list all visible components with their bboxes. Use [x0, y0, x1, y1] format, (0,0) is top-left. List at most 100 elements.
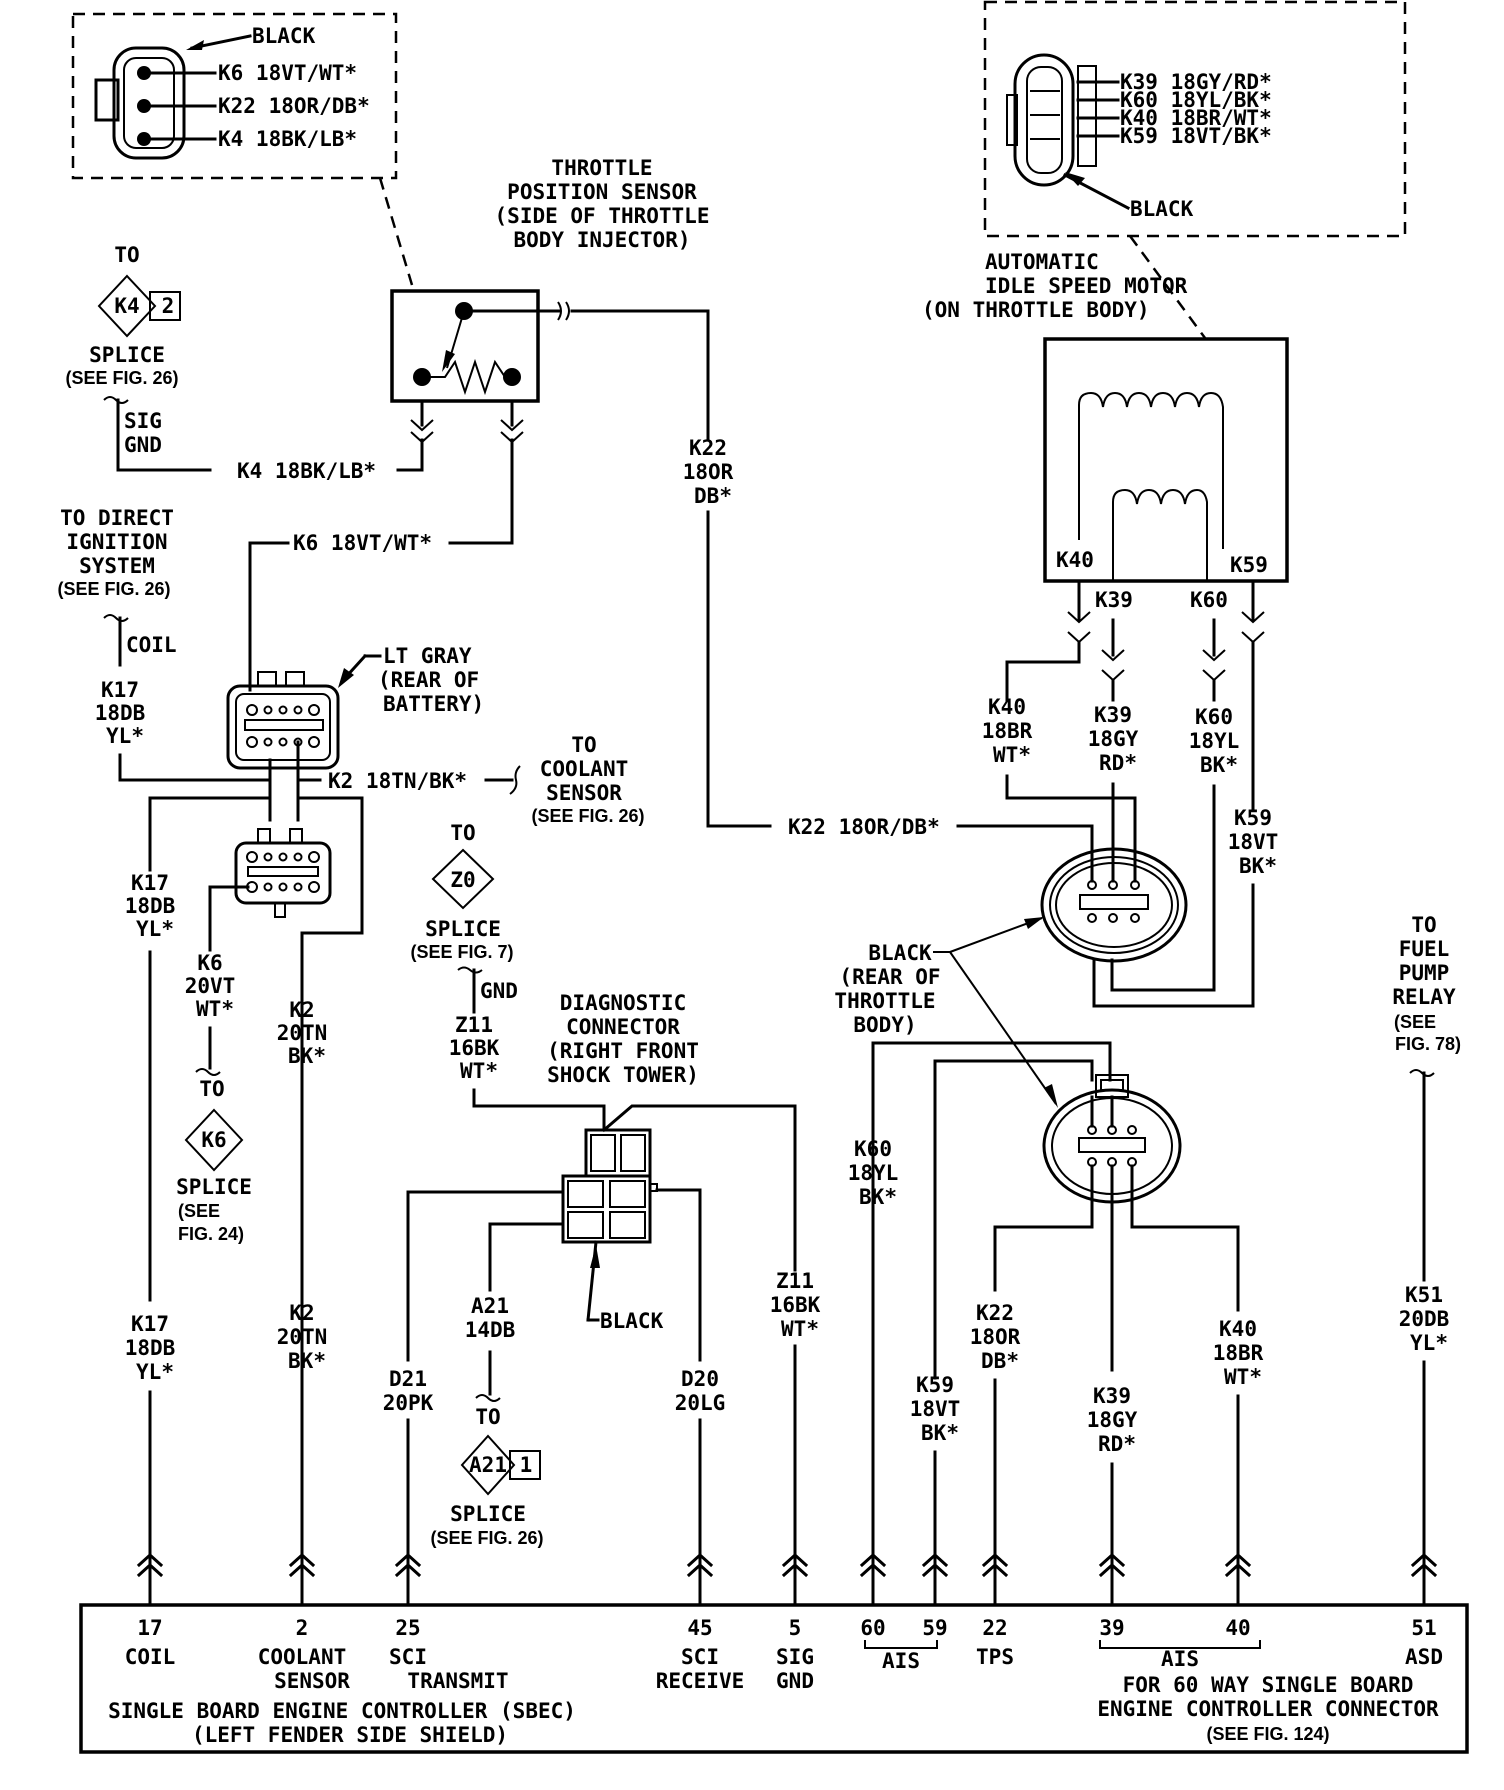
svg-text:18OR: 18OR: [970, 1325, 1021, 1349]
pcm-side-ais-connector: [1042, 1074, 1182, 1204]
sbec-pin-number: 51: [1411, 1616, 1436, 1640]
svg-text:YL*: YL*: [106, 724, 144, 748]
sbec-pin-number: 40: [1225, 1616, 1250, 1640]
sbec-pin-name: SCI: [681, 1645, 719, 1669]
svg-text:PUMP: PUMP: [1399, 961, 1450, 985]
ais-inset-color: BLACK: [1130, 197, 1194, 221]
svg-text:IDLE SPEED MOTOR: IDLE SPEED MOTOR: [985, 274, 1188, 298]
svg-text:(ON THROTTLE BODY): (ON THROTTLE BODY): [922, 298, 1150, 322]
svg-text:K60: K60: [1195, 705, 1233, 729]
fuel-pump-relay-ref: TO FUEL PUMP RELAY (SEE FIG. 78): [1392, 913, 1461, 1077]
svg-text:20DB: 20DB: [1399, 1307, 1450, 1331]
svg-text:K40: K40: [988, 695, 1026, 719]
svg-text:TO: TO: [1411, 913, 1436, 937]
wire-label-k6: K6 18VT/WT*: [293, 531, 432, 555]
svg-text:(SEE: (SEE: [1394, 1012, 1436, 1032]
svg-text:(SEE FIG. 26): (SEE FIG. 26): [531, 806, 644, 826]
svg-text:WT*: WT*: [460, 1059, 498, 1083]
svg-text:20TN: 20TN: [277, 1325, 328, 1349]
svg-text:K6: K6: [197, 951, 222, 975]
sbec-pin-name: SCI: [389, 1645, 427, 1669]
svg-text:K6: K6: [201, 1128, 226, 1152]
sbec-pin-number: 59: [922, 1616, 947, 1640]
coolant-sensor-ref: TO COOLANT SENSOR (SEE FIG. 26): [531, 733, 644, 826]
svg-text:18VT: 18VT: [1228, 830, 1279, 854]
svg-text:POSITION SENSOR: POSITION SENSOR: [507, 180, 697, 204]
svg-text:K60: K60: [854, 1137, 892, 1161]
sbec-pin-connector-icon: [686, 1552, 714, 1607]
svg-text:SINGLE BOARD ENGINE CONTROLLER: SINGLE BOARD ENGINE CONTROLLER (SBEC): [108, 1699, 576, 1723]
svg-text:(SEE FIG. 26): (SEE FIG. 26): [430, 1528, 543, 1548]
svg-text:BK*: BK*: [1239, 854, 1277, 878]
lt-gray-connector: LT GRAY (REAR OF BATTERY): [226, 644, 484, 770]
splice-k6: TO K6 SPLICE (SEE FIG. 24): [176, 1077, 252, 1244]
svg-text:SPLICE: SPLICE: [89, 343, 165, 367]
sbec-pin-connector-icon: [394, 1552, 422, 1607]
black-rear-throttle-label: BLACK (REAR OF THROTTLE BODY): [834, 917, 1058, 1108]
svg-text:CONNECTOR: CONNECTOR: [566, 1015, 680, 1039]
sbec-pin-name: TPS: [976, 1645, 1014, 1669]
sbec-pin-name: COOLANT: [258, 1645, 347, 1669]
svg-text:Z11: Z11: [455, 1013, 493, 1037]
svg-text:(SIDE OF THROTTLE: (SIDE OF THROTTLE: [495, 204, 710, 228]
svg-text:18DB: 18DB: [125, 894, 176, 918]
sbec-pin-number: 17: [137, 1616, 162, 1640]
sbec-pin-connector-icon: [1098, 1552, 1126, 1607]
svg-text:FUEL: FUEL: [1399, 937, 1450, 961]
svg-text:THROTTLE: THROTTLE: [834, 989, 935, 1013]
tps-inset-pin: K6 18VT/WT*: [218, 61, 357, 85]
svg-text:18BR: 18BR: [1213, 1341, 1264, 1365]
svg-text:K39: K39: [1094, 703, 1132, 727]
svg-text:COIL: COIL: [126, 633, 177, 657]
sbec-pin-number: 60: [860, 1616, 885, 1640]
svg-text:18GY: 18GY: [1087, 1408, 1138, 1432]
sbec-pin-connector-icon: [1224, 1552, 1252, 1607]
sbec-pin-connector-icon: [1410, 1552, 1438, 1607]
svg-text:BK*: BK*: [859, 1185, 897, 1209]
sbec-pin-name: SIG: [776, 1645, 814, 1669]
svg-text:K22: K22: [976, 1301, 1014, 1325]
svg-text:1: 1: [520, 1453, 533, 1477]
svg-text:AIS: AIS: [882, 1649, 920, 1673]
svg-text:(SEE FIG. 7): (SEE FIG. 7): [410, 942, 513, 962]
ais-inset-pin: K39 18GY/RD*: [1120, 70, 1272, 94]
svg-text:16BK: 16BK: [449, 1036, 500, 1060]
svg-text:14DB: 14DB: [465, 1318, 516, 1342]
svg-text:20TN: 20TN: [277, 1021, 328, 1045]
svg-text:BK*: BK*: [288, 1349, 326, 1373]
svg-text:K40: K40: [1219, 1317, 1257, 1341]
svg-text:BODY): BODY): [853, 1013, 916, 1037]
direct-ignition-ref: TO DIRECT IGNITION SYSTEM (SEE FIG. 26) …: [57, 506, 177, 667]
svg-text:RELAY: RELAY: [1392, 985, 1456, 1009]
svg-text:TO DIRECT: TO DIRECT: [60, 506, 174, 530]
svg-text:18BR: 18BR: [982, 719, 1033, 743]
svg-text:K17: K17: [131, 871, 169, 895]
svg-text:K17: K17: [131, 1312, 169, 1336]
sbec-pin-number: 39: [1099, 1616, 1124, 1640]
svg-text:16BK: 16BK: [770, 1293, 821, 1317]
svg-text:18DB: 18DB: [125, 1336, 176, 1360]
svg-text:20VT: 20VT: [185, 974, 236, 998]
svg-text:FIG. 24): FIG. 24): [178, 1224, 244, 1244]
svg-text:WT*: WT*: [196, 997, 234, 1021]
ais-inset-pin: K59 18VT/BK*: [1120, 124, 1272, 148]
svg-text:COOLANT: COOLANT: [540, 757, 629, 781]
svg-text:K22: K22: [689, 436, 727, 460]
svg-text:18GY: 18GY: [1088, 727, 1139, 751]
throttle-position-sensor: THROTTLE POSITION SENSOR (SIDE OF THROTT…: [390, 156, 710, 403]
svg-text:IGNITION: IGNITION: [66, 530, 167, 554]
svg-text:TO: TO: [475, 1405, 500, 1429]
sbec-pin-name: RECEIVE: [656, 1669, 745, 1693]
svg-text:WT*: WT*: [1224, 1365, 1262, 1389]
svg-text:18VT: 18VT: [910, 1397, 961, 1421]
svg-text:BATTERY): BATTERY): [383, 692, 484, 716]
inline-connector: [234, 828, 332, 918]
sbec-pin-connector-icon: [136, 1552, 164, 1607]
svg-text:(SEE FIG. 124): (SEE FIG. 124): [1206, 1724, 1329, 1744]
svg-text:18DB: 18DB: [95, 701, 146, 725]
svg-text:FOR 60 WAY SINGLE BOARD: FOR 60 WAY SINGLE BOARD: [1123, 1673, 1414, 1697]
svg-text:K60: K60: [1190, 588, 1228, 612]
sbec-pin-connector-icon: [288, 1552, 316, 1607]
svg-text:GND: GND: [480, 979, 518, 1003]
svg-text:K59: K59: [1234, 806, 1272, 830]
